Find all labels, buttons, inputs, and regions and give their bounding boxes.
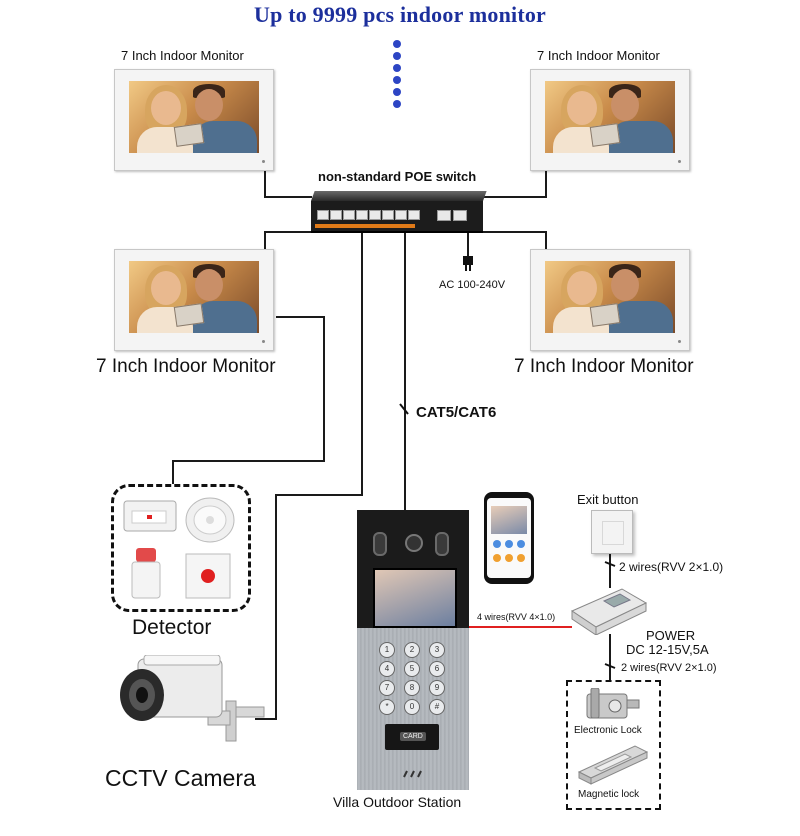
power-plug-icon: [463, 256, 473, 271]
wire-bl-monitor: [264, 231, 266, 251]
exit-wire-label: 2 wires(RVV 2×1.0): [619, 560, 724, 574]
station-label: Villa Outdoor Station: [333, 794, 462, 810]
lock-group: [566, 680, 661, 810]
key[interactable]: 0: [404, 699, 420, 715]
smoke-detector-icon: [185, 497, 235, 543]
wire-power-plug: [467, 233, 469, 259]
wire-detector-h2: [172, 460, 325, 462]
alarm-siren-icon: [131, 548, 161, 599]
key[interactable]: 4: [379, 661, 395, 677]
speaker-grille-icon: [403, 770, 422, 778]
wire-br-monitor-h: [482, 231, 546, 233]
key[interactable]: *: [379, 699, 395, 715]
electronic-lock-label: Electronic Lock: [574, 725, 642, 736]
indoor-monitor-icon: [114, 249, 274, 351]
indoor-monitor-icon: [530, 249, 690, 351]
wire-detector-v2: [172, 460, 174, 484]
wire-station-power: [469, 626, 572, 628]
electronic-lock-icon: [586, 688, 640, 719]
monitor-label-top-right: 7 Inch Indoor Monitor: [537, 48, 660, 63]
key[interactable]: 3: [429, 642, 445, 658]
key[interactable]: 1: [379, 642, 395, 658]
detector-label: Detector: [132, 616, 212, 639]
indoor-monitor-icon: [114, 69, 274, 171]
wire-cctv-v1: [361, 233, 363, 495]
emergency-button-icon: [185, 553, 231, 599]
key[interactable]: 9: [429, 680, 445, 696]
wire-br-monitor: [545, 231, 547, 251]
key[interactable]: 6: [429, 661, 445, 677]
cctv-label: CCTV Camera: [105, 765, 256, 791]
diagram-title: Up to 9999 pcs indoor monitor: [253, 2, 547, 27]
wire-tick-icon: [604, 663, 616, 669]
card-reader-label: CARD: [400, 732, 426, 741]
detector-group: [111, 484, 251, 612]
exit-button-icon: [591, 510, 633, 554]
cable-label: CAT5/CAT6: [416, 404, 497, 421]
wire-cctv-h1: [275, 494, 363, 496]
wire-detector-h1: [276, 316, 325, 318]
card-reader[interactable]: CARD: [385, 724, 439, 750]
power-title: POWER: [646, 628, 696, 643]
wire-station: [404, 233, 406, 511]
key[interactable]: #: [429, 699, 445, 715]
wire-bl-monitor-h: [264, 231, 312, 233]
wire-power-lock: [609, 634, 611, 680]
magnetic-lock-label: Magnetic lock: [578, 789, 640, 800]
cctv-camera-icon: [120, 655, 265, 742]
key[interactable]: 2: [404, 642, 420, 658]
wire-tick-icon: [604, 561, 616, 567]
poe-switch-icon: [311, 191, 487, 233]
switch-power-label: AC 100-240V: [439, 279, 506, 291]
exit-button-label: Exit button: [577, 492, 639, 507]
wire-tl-monitor-h: [264, 196, 312, 198]
monitor-label-top-left: 7 Inch Indoor Monitor: [121, 48, 244, 63]
switch-label: non-standard POE switch: [318, 169, 477, 184]
smartphone-icon: [484, 492, 534, 584]
wire-exit-power: [609, 552, 611, 588]
more-monitors-ellipsis: [393, 40, 403, 112]
station-wire-label: 4 wires(RVV 4×1.0): [477, 612, 556, 622]
power-spec: DC 12-15V,5A: [626, 642, 709, 657]
key[interactable]: 8: [404, 680, 420, 696]
monitor-label-bottom-right: 7 Inch Indoor Monitor: [514, 356, 694, 377]
wire-tr-monitor-h: [482, 196, 546, 198]
key[interactable]: 7: [379, 680, 395, 696]
power-supply-icon: [570, 588, 648, 635]
wire-tl-monitor: [264, 170, 266, 198]
monitor-label-bottom-left: 7 Inch Indoor Monitor: [96, 356, 276, 377]
key[interactable]: 5: [404, 661, 420, 677]
outdoor-station-icon: 1 2 3 4 5 6 7 8 9 * 0 # CARD: [357, 510, 469, 790]
wire-cctv-v2: [275, 494, 277, 719]
indoor-monitor-icon: [530, 69, 690, 171]
door-sensor-icon: [123, 500, 177, 532]
lock-wire-label: 2 wires(RVV 2×1.0): [621, 662, 717, 674]
wire-detector-v1: [323, 316, 325, 461]
magnetic-lock-icon: [577, 745, 649, 785]
wire-tr-monitor: [545, 170, 547, 198]
wire-cctv-h2: [255, 718, 277, 720]
cable-tick-icon: [399, 403, 409, 415]
